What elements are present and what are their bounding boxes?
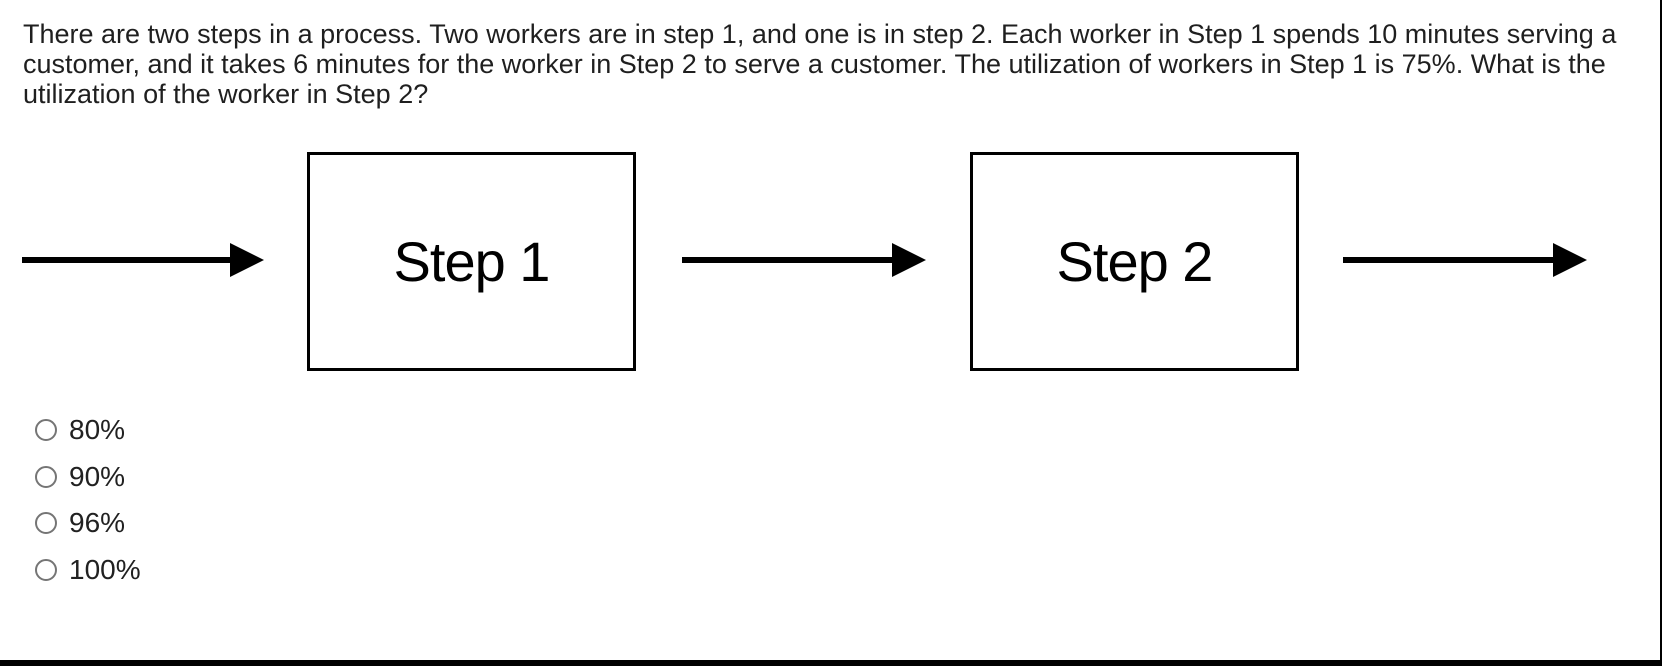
answer-option-label: 96% bbox=[69, 507, 126, 538]
step1-to-step2-arrowhead-icon bbox=[892, 243, 926, 277]
outflow-arrow bbox=[1343, 243, 1587, 277]
answer-option-80[interactable]: 80% bbox=[35, 414, 126, 445]
step-2-label: Step 2 bbox=[1056, 230, 1214, 293]
outflow-arrowhead-icon bbox=[1553, 243, 1587, 277]
radio-button-icon[interactable] bbox=[35, 512, 57, 534]
question-text: There are two steps in a process. Two wo… bbox=[23, 19, 1617, 109]
outflow-arrow-shaft bbox=[1343, 257, 1554, 263]
inflow-arrow-shaft bbox=[22, 257, 231, 263]
step1-to-step2-arrow bbox=[682, 243, 926, 277]
inflow-arrow bbox=[22, 243, 264, 277]
window-edge-bottom bbox=[0, 660, 1662, 666]
window-edge-right bbox=[1660, 0, 1662, 666]
radio-button-icon[interactable] bbox=[35, 419, 57, 441]
step-1-box: Step 1 bbox=[307, 152, 636, 371]
answer-option-label: 90% bbox=[69, 461, 126, 492]
answer-option-label: 80% bbox=[69, 414, 126, 445]
answer-option-100[interactable]: 100% bbox=[35, 554, 141, 585]
answer-option-90[interactable]: 90% bbox=[35, 461, 126, 492]
step1-to-step2-arrow-shaft bbox=[682, 257, 893, 263]
radio-button-icon[interactable] bbox=[35, 466, 57, 488]
answer-option-96[interactable]: 96% bbox=[35, 507, 126, 538]
inflow-arrowhead-icon bbox=[230, 243, 264, 277]
step-2-box: Step 2 bbox=[970, 152, 1299, 371]
answer-option-label: 100% bbox=[69, 554, 141, 585]
radio-button-icon[interactable] bbox=[35, 559, 57, 581]
step-1-label: Step 1 bbox=[393, 230, 551, 293]
